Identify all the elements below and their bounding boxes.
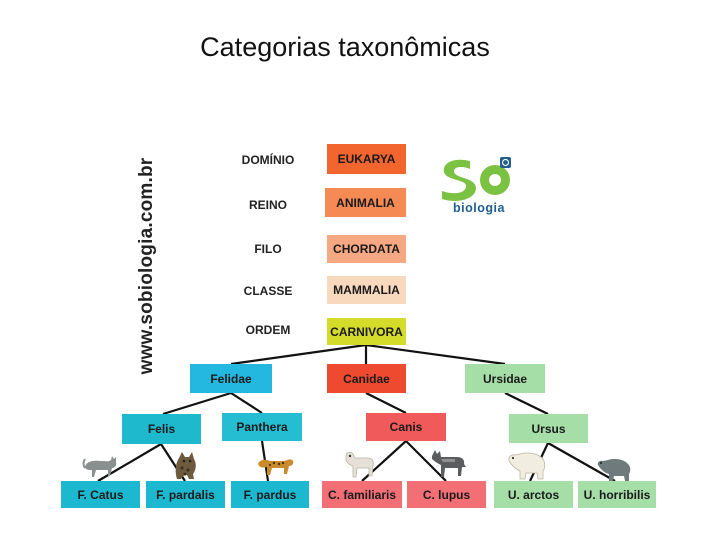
rank-label-classe: CLASSE: [243, 284, 293, 298]
taxon-box-eukarya: EUKARYA: [327, 144, 406, 174]
taxon-box-felidae: Felidae: [190, 364, 272, 393]
ocelot-icon: [175, 452, 196, 479]
so-biologia-logo-icon: [442, 157, 511, 201]
taxon-label-eukarya: EUKARYA: [337, 152, 396, 166]
taxon-box-ursidae: Ursidae: [465, 364, 545, 393]
taxon-label-c-lupus: C. lupus: [422, 487, 471, 502]
taxon-label-felis: Felis: [147, 422, 176, 436]
taxon-label-f-pardalis: F. pardalis: [156, 487, 215, 502]
taxon-box-mammalia: MAMMALIA: [327, 276, 406, 304]
taxon-label-chordata: CHORDATA: [333, 242, 400, 256]
taxon-label-mammalia: MAMMALIA: [333, 283, 400, 297]
taxon-label-u-arctos: U. arctos: [507, 487, 560, 502]
rank-label-dominio: DOMÍNIO: [241, 153, 295, 167]
taxon-box-f-pardalis: F. pardalis: [146, 481, 225, 508]
taxon-label-canidae: Canidae: [343, 371, 390, 386]
leopard-icon: [258, 459, 294, 475]
taxon-label-felidae: Felidae: [210, 371, 252, 386]
rank-label-filo: FILO: [254, 242, 282, 256]
taxon-box-c-lupus: C. lupus: [407, 481, 486, 508]
taxon-label-canis: Canis: [389, 420, 423, 434]
logo-text: biologia: [453, 201, 505, 215]
taxon-label-c-familiaris: C. familiaris: [327, 487, 397, 502]
rank-label-reino: REINO: [248, 198, 287, 212]
taxon-box-carnivora: CARNIVORA: [327, 318, 406, 345]
domestic-cat-icon: [82, 456, 117, 477]
page-title: Categorias taxonômicas: [200, 32, 490, 62]
taxon-box-felis: Felis: [122, 414, 201, 444]
taxon-label-ursus: Ursus: [531, 421, 566, 436]
dog-icon: [345, 451, 374, 478]
taxon-box-canis: Canis: [366, 413, 446, 441]
taxon-box-chordata: CHORDATA: [327, 235, 406, 263]
taxon-box-animalia: ANIMALIA: [325, 188, 406, 217]
taxon-label-f-catus: F. Catus: [77, 487, 124, 502]
taxon-box-ursus: Ursus: [509, 414, 588, 443]
rank-label-ordem: ORDEM: [245, 323, 291, 337]
taxon-label-f-pardus: F. pardus: [243, 487, 297, 502]
taxon-box-panthera: Panthera: [222, 413, 302, 441]
polar-bear-icon: [508, 452, 546, 480]
taxon-label-u-horribilis: U. horribilis: [583, 487, 651, 502]
taxon-box-f-pardus: F. pardus: [231, 481, 309, 508]
taxon-box-u-arctos: U. arctos: [494, 481, 573, 508]
taxon-label-panthera: Panthera: [236, 420, 288, 434]
grizzly-bear-icon: [597, 459, 631, 481]
taxon-box-f-catus: F. Catus: [61, 481, 140, 508]
taxon-label-carnivora: CARNIVORA: [330, 324, 403, 339]
wolf-icon: [432, 450, 466, 477]
taxon-box-c-familiaris: C. familiaris: [322, 481, 402, 508]
taxon-label-ursidae: Ursidae: [482, 371, 528, 386]
taxon-box-canidae: Canidae: [327, 364, 406, 393]
taxon-label-animalia: ANIMALIA: [336, 195, 395, 210]
taxon-box-u-horribilis: U. horribilis: [578, 481, 656, 508]
